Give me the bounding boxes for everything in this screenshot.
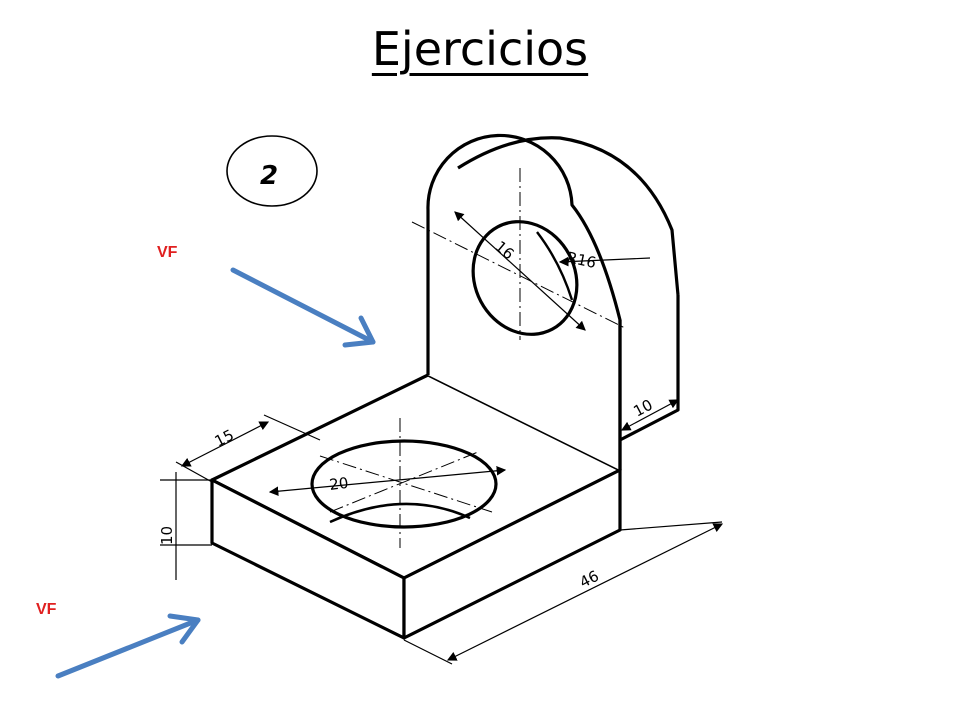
ext-line-15-b bbox=[263, 414, 321, 441]
ext-line-46-a bbox=[403, 639, 453, 665]
dim-text-wall-thickness: 10 bbox=[630, 396, 655, 421]
badge-number: 2 bbox=[260, 161, 278, 191]
upright-back-arc bbox=[457, 136, 680, 296]
dim-line-upper-diameter bbox=[454, 211, 586, 331]
view-label-top: VF bbox=[157, 244, 178, 261]
dim-text-base-offset: 15 bbox=[212, 426, 237, 451]
dim-line-base-offset bbox=[180, 421, 270, 467]
view-label-bottom: VF bbox=[36, 601, 57, 618]
exercise-number-badge: 2 bbox=[226, 135, 318, 207]
upper-hole-diagonal-centerline bbox=[411, 221, 626, 329]
page-title: Ejercicios bbox=[371, 22, 589, 76]
view-arrow-top bbox=[230, 267, 376, 348]
part-outline bbox=[210, 133, 680, 640]
badge-circle bbox=[226, 135, 318, 207]
dim-text-base-height: 10 bbox=[158, 526, 176, 545]
dimension-lines bbox=[160, 211, 724, 665]
dim-line-radius bbox=[558, 256, 651, 267]
view-arrows bbox=[55, 267, 376, 679]
dim-text-radius: R16 bbox=[565, 248, 598, 272]
view-arrow-bottom bbox=[55, 613, 201, 679]
ext-line-15-a bbox=[175, 461, 213, 483]
dim-line-lower-diameter bbox=[268, 466, 507, 496]
ext-line-46-b bbox=[619, 521, 723, 531]
upright-side-edge bbox=[619, 295, 680, 442]
dim-line-length bbox=[446, 523, 724, 661]
dim-text-length: 46 bbox=[577, 567, 602, 592]
lower-hole-inner-edge bbox=[329, 502, 471, 524]
dim-line-wall-thickness bbox=[620, 399, 680, 431]
dim-text-lower-diameter: 20 bbox=[328, 474, 349, 494]
